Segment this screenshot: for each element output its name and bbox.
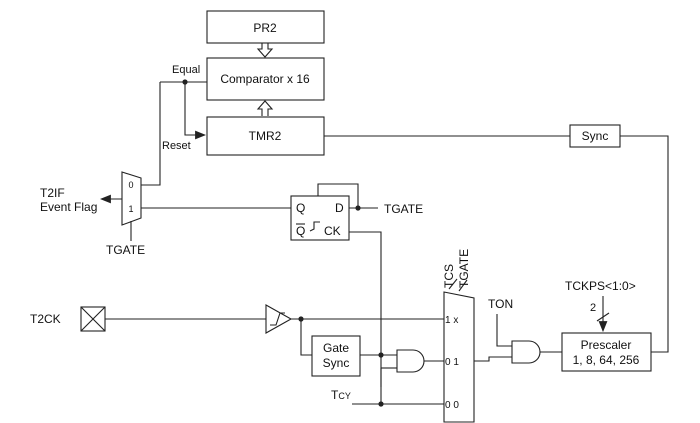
t2if-label: T2IF bbox=[40, 186, 65, 200]
tgate-flip-flop: Q D Q CK bbox=[290, 195, 350, 241]
t2ck-label: T2CK bbox=[30, 312, 61, 326]
prescaler-to-sync-wire bbox=[620, 135, 669, 353]
tgate-mux-label: TGATE bbox=[106, 243, 145, 257]
pr2-label: PR2 bbox=[253, 21, 277, 35]
bus-width-label: 2 bbox=[590, 302, 596, 314]
ff-d-feedback-wire bbox=[317, 183, 359, 209]
reset-label: Reset bbox=[162, 140, 191, 152]
tmr2-to-comparator-arrow bbox=[256, 100, 274, 116]
tckps-label: TCKPS<1:0> bbox=[565, 279, 636, 293]
gate-sync-line2: Sync bbox=[323, 356, 350, 370]
t2ck-pin bbox=[80, 306, 106, 332]
t2if-mux: 0 1 bbox=[121, 171, 142, 226]
gate-sync-line1: Gate bbox=[323, 341, 349, 355]
sync-block: Sync bbox=[569, 124, 621, 148]
mux-select-00: 0 0 bbox=[445, 400, 459, 411]
mux-to-ton-and-wire bbox=[474, 356, 512, 362]
ff-clock-edge-symbol bbox=[309, 221, 320, 232]
comparator-label: Comparator x 16 bbox=[220, 72, 310, 86]
gate-sync-junction bbox=[378, 352, 384, 358]
prescaler-line2: 1, 8, 64, 256 bbox=[573, 353, 640, 367]
sync-label: Sync bbox=[582, 129, 609, 143]
tgate-vertical-label: TGATE bbox=[457, 249, 471, 288]
pr2-register: PR2 bbox=[206, 10, 325, 44]
mux-input-1: 1 bbox=[128, 204, 133, 214]
mux-input-0: 0 bbox=[128, 180, 133, 190]
ff-ck-wire bbox=[349, 231, 382, 387]
prescaler-block: Prescaler 1, 8, 64, 256 bbox=[561, 332, 652, 372]
clock-source-mux: 1 x 0 1 0 0 bbox=[443, 291, 475, 423]
tcy-label: TCY bbox=[331, 388, 351, 402]
gate-and bbox=[396, 349, 425, 373]
ff-ck-label: CK bbox=[324, 224, 341, 238]
pr2-to-comparator-arrow bbox=[256, 43, 274, 58]
ton-label: TON bbox=[488, 297, 513, 311]
event-flag-label: Event Flag bbox=[40, 200, 97, 214]
ff-qbar-label: Q bbox=[296, 224, 305, 238]
mux-select-lines bbox=[448, 278, 468, 292]
comparator-block: Comparator x 16 bbox=[206, 57, 325, 101]
schmitt-trigger-buffer bbox=[265, 304, 293, 334]
equal-to-mux-wire bbox=[141, 82, 161, 186]
equal-label: Equal bbox=[172, 64, 200, 76]
ff-d-label: D bbox=[335, 201, 344, 215]
tcy-sub: CY bbox=[338, 391, 351, 401]
tgate-ff-label: TGATE bbox=[384, 202, 423, 216]
mux-select-1x: 1 x bbox=[445, 315, 458, 326]
ff-q-label: Q bbox=[296, 201, 305, 215]
reset-wire bbox=[184, 82, 207, 140]
tckps-bus-slash bbox=[596, 312, 610, 322]
tmr2-register: TMR2 bbox=[206, 116, 325, 156]
prescaler-line1: Prescaler bbox=[581, 338, 632, 352]
ton-wire bbox=[496, 314, 512, 347]
tcy-main: T bbox=[331, 388, 339, 402]
ton-and-gate bbox=[511, 340, 541, 364]
tmr2-label: TMR2 bbox=[249, 129, 282, 143]
gate-sync-block: Gate Sync bbox=[311, 335, 361, 377]
mux-select-01: 0 1 bbox=[445, 357, 459, 368]
to-gate-sync-wire bbox=[300, 319, 312, 356]
tcs-label: TCS bbox=[442, 264, 456, 288]
